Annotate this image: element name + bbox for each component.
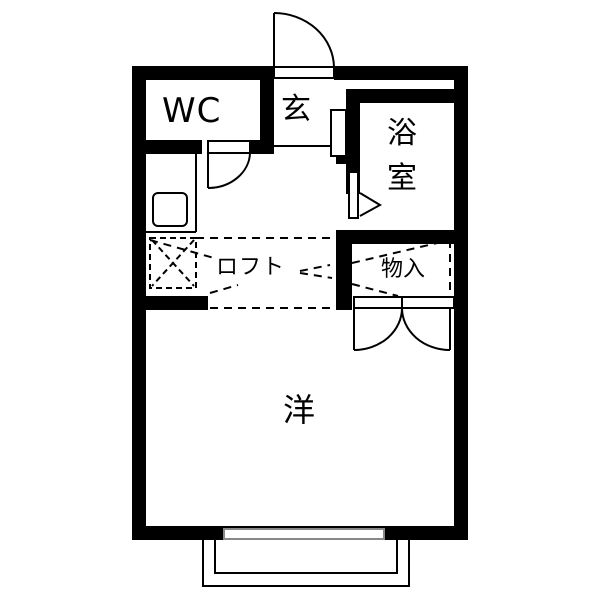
loft-hatch <box>149 237 197 289</box>
bathroom-door <box>330 109 383 219</box>
room-label-bathroom-line1: 浴 <box>387 116 417 151</box>
loft-outline <box>149 237 451 309</box>
room-label-bathroom-line2: 室 <box>387 161 417 196</box>
room-label-western-room: 洋 <box>283 391 316 429</box>
entrance-door <box>273 12 335 79</box>
room-label-wc: WC <box>162 91 222 131</box>
wc-door <box>207 140 251 189</box>
window-balcony <box>202 528 410 587</box>
wc-walls <box>132 66 274 154</box>
kitchen-counter <box>146 154 197 233</box>
storage-walls <box>132 230 352 310</box>
room-label-loft: ロフト <box>216 255 286 280</box>
storage-doors <box>353 296 455 351</box>
room-label-storage: 物入 <box>381 257 426 282</box>
room-label-entrance: 玄 <box>281 92 311 127</box>
